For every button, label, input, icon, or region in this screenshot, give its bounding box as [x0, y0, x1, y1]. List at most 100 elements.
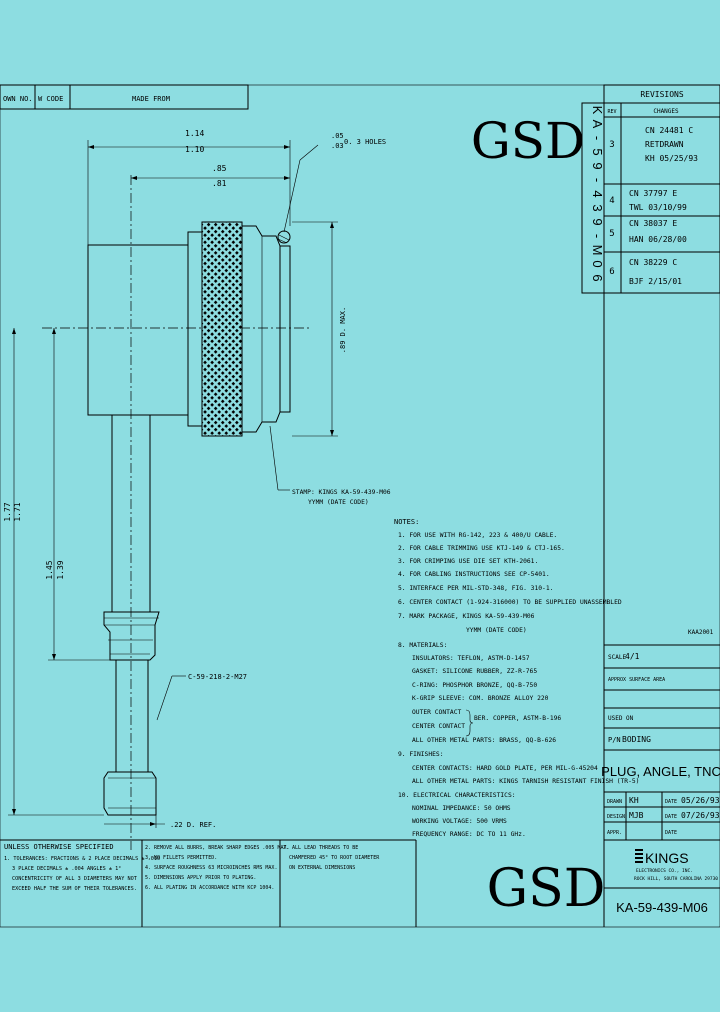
drawing-title: PLUG, ANGLE, TNC: [601, 764, 720, 779]
hole-dim-a: .05: [331, 132, 344, 140]
hole-dim-b: .03: [331, 142, 344, 150]
note-line: 7. MARK PACKAGE, KINGS KA-59-439-M06: [398, 613, 535, 620]
gsd-watermark-bottom: GSD: [487, 859, 606, 919]
design-date: 07/26/93: [681, 811, 720, 820]
tolerance-line: 3. NO FILLETS PERMITTED.: [145, 855, 217, 861]
tolerance-line: EXCEED HALF THE SUM OF THEIR TOLERANCES.: [12, 886, 137, 892]
notes-block: NOTES: 1. FOR USE WITH RG-142, 223 & 400…: [394, 518, 639, 838]
vertical-part-char: A: [590, 120, 605, 129]
tolerance-line: 7. ALL LEAD THREADS TO BE: [283, 845, 358, 851]
revisions-block: REVISIONS REV CHANGES 3 CN 24481 C RETDR…: [603, 84, 720, 294]
pn-value: BODING: [622, 735, 651, 744]
knurled-coupling-nut: [201, 221, 243, 437]
rev-line: CN 37797 E: [629, 189, 677, 198]
vertical-part-char: 9: [590, 162, 605, 169]
crimp-sleeve: [103, 771, 157, 816]
note-line: OUTER CONTACT: [412, 709, 461, 716]
tolerance-block: UNLESS OTHERWISE SPECIFIED 1. TOLERANCES…: [0, 839, 417, 927]
rev-number: 3: [609, 140, 614, 150]
stamp-line-1: STAMP: KINGS KA-59-439-M06: [292, 489, 391, 496]
appr-date-label: DATE: [665, 830, 677, 836]
rev-number: 5: [609, 229, 614, 239]
title-block: SCALE 4/1 APPROX SURFACE AREA USED ON P/…: [601, 644, 720, 915]
tolerance-line: 1. TOLERANCES: FRACTIONS & 2 PLACE DECIM…: [4, 856, 160, 862]
tolerance-line: CHAMFERED 45° TO ROOT DIAMETER: [289, 855, 380, 861]
reference-dim: .22 D. REF.: [170, 821, 216, 829]
connector-body: [87, 244, 189, 416]
used-on-label: USED ON: [608, 715, 634, 722]
dim-139: 1.39: [56, 560, 65, 579]
tolerance-line: ON EXTERNAL DIMENSIONS: [289, 865, 355, 871]
holes-label: 0. 3 HOLES: [344, 138, 386, 146]
tolerance-line: 6. ALL PLATING IN ACCORDANCE WITH KCP 10…: [145, 885, 274, 891]
tolerance-line: 5. DIMENSIONS APPLY PRIOR TO PLATING.: [145, 875, 256, 881]
vertical-part-char: -: [590, 234, 605, 238]
rev-number: 4: [609, 196, 614, 206]
appr-label: APPR.: [607, 830, 622, 836]
header-col-w-code: W CODE: [38, 95, 63, 103]
note-line: 2. FOR CABLE TRIMMING USE KTJ-149 & CTJ-…: [398, 545, 565, 552]
notes-title: NOTES:: [394, 518, 419, 526]
note-line: 8. MATERIALS:: [398, 642, 447, 649]
drawn-date-label: DATE: [665, 799, 677, 805]
drawn-by: KH: [629, 796, 639, 805]
tolerance-line: 4. SURFACE ROUGHNESS 63 MICROINCHES RMS …: [145, 865, 277, 871]
note-line: CENTER CONTACTS: HARD GOLD PLATE, PER MI…: [412, 765, 598, 772]
connector-drawing: [8, 140, 338, 850]
note-line: C-RING: PHOSPHOR BRONZE, QQ-B-750: [412, 682, 537, 689]
rev-line: CN 24481 C: [645, 126, 693, 135]
design-date-label: DATE: [665, 814, 677, 820]
vertical-part-char: 5: [590, 148, 605, 155]
note-line: WORKING VOLTAGE: 500 VRMS: [412, 818, 507, 825]
vertical-part-char: M: [590, 245, 605, 256]
revisions-title: REVISIONS: [640, 90, 684, 99]
drawn-date: 05/26/93: [681, 796, 720, 805]
stamp-line-2: YYMM (DATE CODE): [308, 499, 369, 506]
note-line: GASKET: SILICONE RUBBER, ZZ-R-765: [412, 668, 537, 675]
note-line: K-GRIP SLEEVE: COM. BRONZE ALLOY 220: [412, 695, 549, 702]
revisions-col-rev: REV: [607, 109, 616, 115]
rev-line: KH 05/25/93: [645, 154, 698, 163]
revision-note: KAA2001: [688, 629, 714, 636]
rev-line: BJF 2/15/01: [629, 277, 682, 286]
gsd-watermark-top: GSD: [471, 112, 585, 170]
note-line: 3. FOR CRIMPING USE DIE SET KTH-2061.: [398, 558, 538, 565]
rev-line: HAN 06/28/00: [629, 235, 687, 244]
coupling-front: [241, 225, 281, 433]
vertical-part-char: -: [590, 178, 605, 182]
vertical-part-number: KA-59-439-M06: [590, 106, 605, 282]
tolerance-line: UNLESS OTHERWISE SPECIFIED: [4, 843, 114, 851]
header-col-own-no: OWN NO.: [3, 95, 33, 103]
company-name: KINGS: [645, 850, 689, 866]
tolerance-line: CONCENTRICITY OF ALL 3 DIAMETERS MAY NOT: [12, 876, 137, 882]
company-line-1: ELECTRONICS CO., INC.: [636, 868, 693, 874]
rev-line: TWL 03/10/99: [629, 203, 687, 212]
revisions-col-changes: CHANGES: [653, 108, 679, 115]
sheet-border: [0, 84, 720, 928]
note-line: 4. FOR CABLING INSTRUCTIONS SEE CP-5401.: [398, 571, 550, 578]
note-line: ALL OTHER METAL PARTS: BRASS, QQ-B-626: [412, 737, 556, 744]
design-by: MJB: [629, 811, 644, 820]
header-table: [0, 84, 249, 110]
crimp-ferrule: [103, 611, 160, 661]
note-line: 9. FINISHES:: [398, 751, 444, 758]
vertical-part-char: K: [590, 106, 605, 115]
dim-171: 1.71: [13, 502, 22, 521]
pn-label: P/N: [608, 736, 621, 744]
header-col-made-from: MADE FROM: [132, 95, 170, 103]
dim-177: 1.77: [3, 502, 12, 521]
note-line: FREQUENCY RANGE: DC TO 11 GHz.: [412, 831, 526, 838]
note-line: YYMM (DATE CODE): [466, 627, 527, 634]
brace-icon: [465, 709, 474, 737]
dim-85: .85: [212, 164, 227, 173]
approx-surface-label: APPROX SURFACE AREA: [608, 677, 665, 683]
tolerance-line: 3 PLACE DECIMALS ± .004 ANGLES ± 1°: [12, 866, 121, 872]
dim-81: .81: [212, 179, 227, 188]
rev-line: CN 38229 C: [629, 258, 677, 267]
note-line: BER. COPPER, ASTM-B-196: [474, 715, 561, 722]
crimp-part-label: C-59-218-2-M27: [188, 673, 247, 681]
kings-logo-icon: [635, 849, 643, 863]
note-line: INSULATORS: TEFLON, ASTM-D-1457: [412, 655, 530, 662]
drawn-label: DRAWN: [607, 799, 622, 805]
max-diameter-label: .89 D. MAX.: [339, 307, 347, 353]
